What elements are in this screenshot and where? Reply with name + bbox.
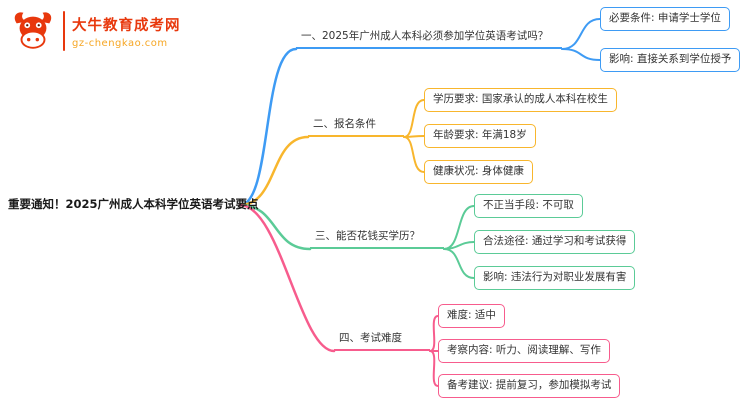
connector-line (443, 241, 475, 250)
connector-line (238, 135, 310, 207)
connector-line (561, 48, 601, 61)
connector-line (443, 205, 475, 250)
leaf-node: 不正当手段: 不可取 (474, 194, 583, 218)
leaf-node: 年龄要求: 年满18岁 (424, 124, 536, 148)
bull-logo-icon (14, 12, 52, 49)
leaf-node: 影响: 直接关系到学位授予 (600, 48, 741, 72)
root-topic: 重要通知！2025广州成人本科学位英语考试要点 (8, 197, 259, 211)
connector-line (429, 350, 439, 387)
logo-divider (63, 11, 65, 51)
branch-2-label: 二、报名条件 (308, 115, 404, 137)
logo-text: 大牛教育成考网 gz-chengkao.com (72, 14, 181, 49)
leaf-node: 影响: 违法行为对职业发展有害 (474, 266, 636, 290)
leaf-node: 考察内容: 听力、阅读理解、写作 (438, 339, 610, 363)
logo-site-name: 大牛教育成考网 (72, 17, 181, 34)
connector-line (561, 18, 601, 50)
leaf-node: 备考建议: 提前复习，参加模拟考试 (438, 374, 621, 398)
leaf-node: 难度: 适中 (438, 304, 505, 328)
leaf-node: 学历要求: 国家承认的成人本科在校生 (424, 88, 617, 112)
connector-line (429, 315, 439, 352)
leaf-node: 合法途径: 通过学习和考试获得 (474, 230, 636, 254)
connector-line (403, 99, 425, 138)
leaf-node: 必要条件: 申请学士学位 (600, 7, 730, 31)
leaf-node: 健康状况: 身体健康 (424, 160, 533, 184)
site-logo[interactable]: 大牛教育成考网 gz-chengkao.com (10, 8, 181, 54)
connector-line (443, 248, 475, 279)
logo-domain: gz-chengkao.com (72, 37, 168, 49)
branch-4-label: 四、考试难度 (334, 329, 430, 351)
connector-line (238, 47, 298, 207)
branch-3-label: 三、能否花钱买学历？ (310, 227, 444, 249)
connector-line (403, 135, 425, 138)
connector-line (403, 136, 425, 173)
branch-1-label: 一、2025年广州成人本科必须参加学位英语考试吗？ (296, 27, 562, 49)
